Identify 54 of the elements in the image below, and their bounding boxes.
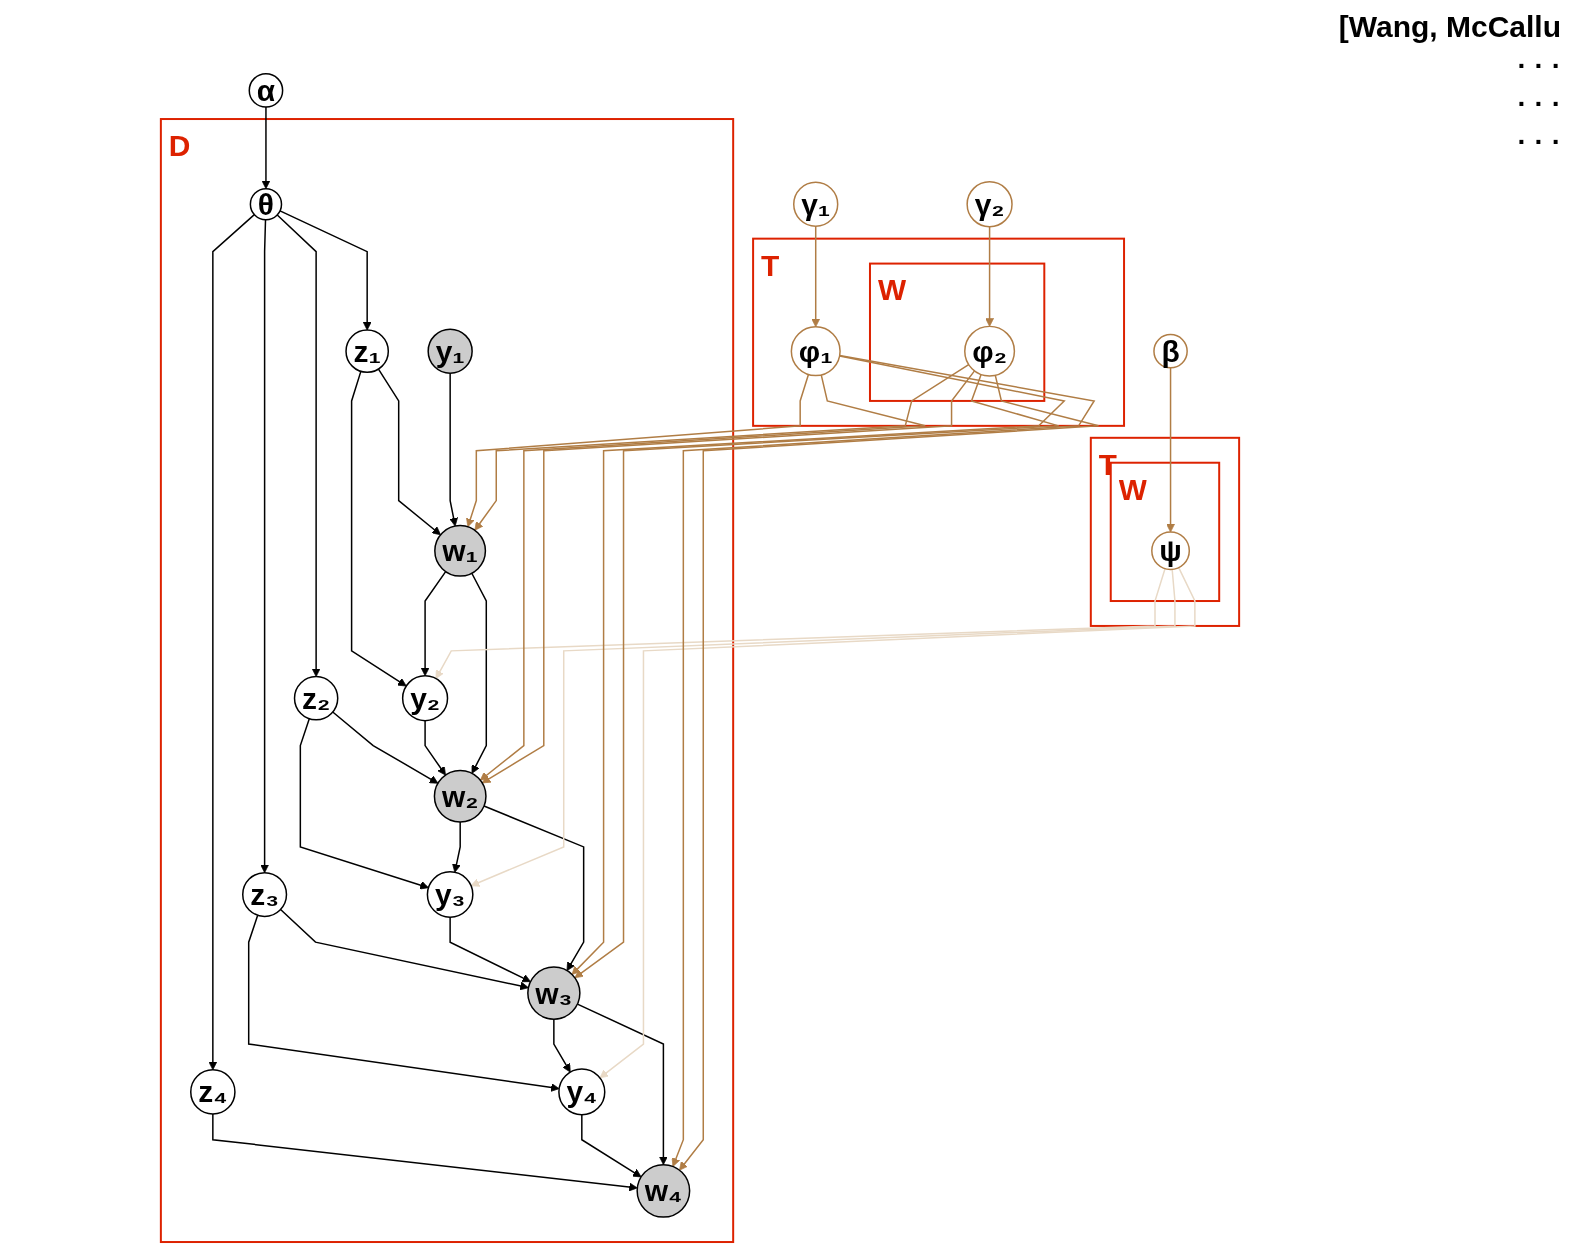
arrow xyxy=(811,225,821,328)
node-circle: y₃ xyxy=(426,871,474,918)
arrow xyxy=(247,914,560,1092)
arrow xyxy=(332,711,439,784)
node-circle: y₂ xyxy=(401,675,449,722)
arrow xyxy=(470,568,1176,887)
node-circle: w₃ xyxy=(527,966,581,1020)
arrow xyxy=(1166,367,1175,533)
node-circle: z₃ xyxy=(242,871,288,918)
arrow xyxy=(279,210,372,331)
arrow xyxy=(299,717,429,890)
node-circle: φ₂ xyxy=(964,325,1016,377)
node-circle: z₂ xyxy=(293,675,339,721)
arrow xyxy=(212,1113,638,1192)
node-circle: w₂ xyxy=(433,769,487,823)
node-circle: θ xyxy=(249,187,283,221)
node-circle: α xyxy=(248,73,284,108)
ellipsis-text: · · · xyxy=(1516,88,1561,120)
node-circle: y₁ xyxy=(427,328,473,374)
node-circle: γ₁ xyxy=(793,181,839,227)
arrow xyxy=(208,213,256,1071)
node-circle: y₄ xyxy=(558,1068,606,1116)
arrow xyxy=(420,570,447,677)
arrow xyxy=(452,821,461,873)
citation-text: [Wang, McCallu xyxy=(1338,10,1561,44)
node-circle: w₁ xyxy=(434,524,487,577)
node-circle: β xyxy=(1153,333,1188,369)
arrow xyxy=(474,363,970,531)
arrow xyxy=(260,219,269,874)
arrow xyxy=(261,106,271,190)
arrow xyxy=(985,225,994,327)
node-circle: w₄ xyxy=(636,1163,691,1218)
arrow xyxy=(279,908,529,991)
ellipsis-text: · · · xyxy=(1516,126,1561,158)
arrow xyxy=(599,566,1196,1079)
arrow xyxy=(466,373,810,528)
arrow xyxy=(483,805,585,972)
node-circle: z₁ xyxy=(345,329,390,374)
arrow xyxy=(449,372,458,527)
arrow xyxy=(435,567,1166,679)
node-circle: γ₂ xyxy=(966,181,1013,228)
arrow xyxy=(350,370,407,687)
node-circle: z₄ xyxy=(190,1069,236,1115)
arrow xyxy=(471,572,488,774)
arrow xyxy=(424,719,446,776)
node-circle: ψ xyxy=(1151,531,1191,571)
node-circle: φ₁ xyxy=(790,326,841,377)
arrow xyxy=(553,1018,571,1073)
arrow xyxy=(449,916,531,983)
arrow xyxy=(377,368,441,536)
arrow xyxy=(576,1003,668,1166)
arrow xyxy=(581,1114,642,1178)
arrow xyxy=(276,214,321,677)
ellipsis-text: · · · xyxy=(1516,50,1561,82)
